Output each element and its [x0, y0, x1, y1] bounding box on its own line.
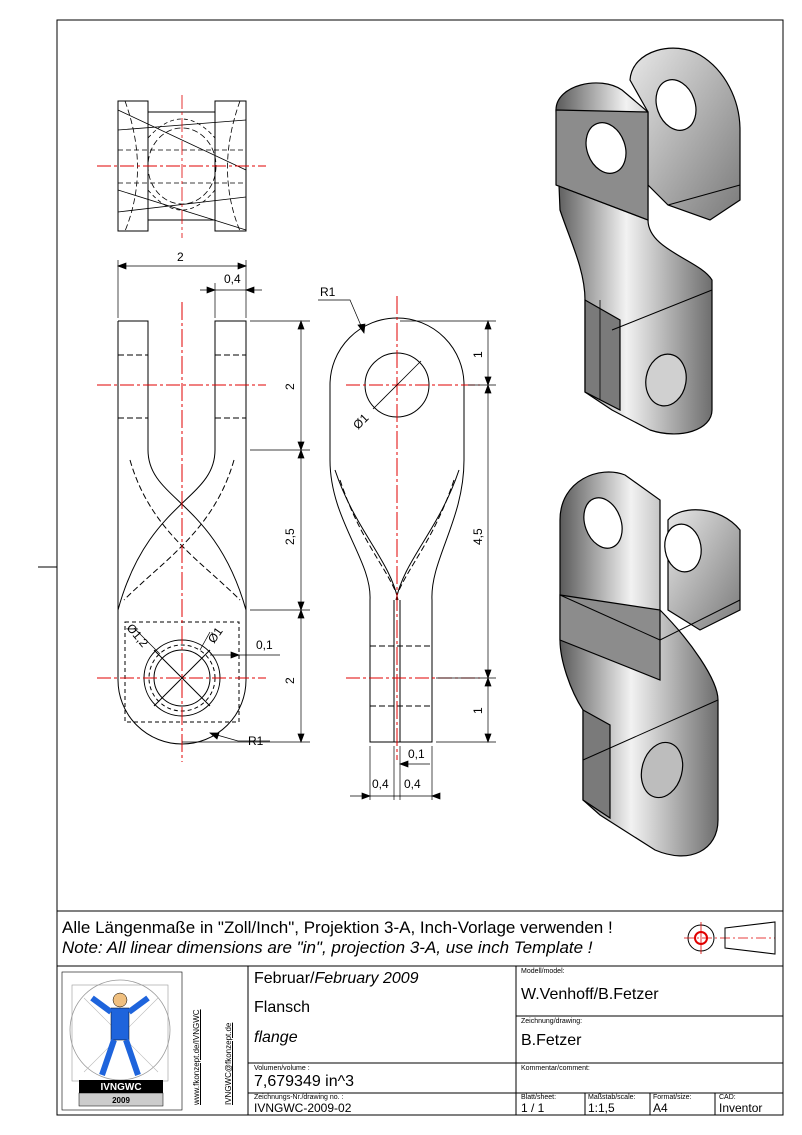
dim-bottom-gap: 0,1: [408, 747, 425, 761]
comment-label: Kommentar/comment:: [521, 1065, 590, 1072]
side-view-dimensions: [318, 299, 496, 800]
format-value: A4: [653, 1101, 668, 1115]
top-view: [97, 95, 266, 238]
volume-value: 7,679349 in^3: [254, 1073, 355, 1090]
iso-view-top: [555, 47, 741, 435]
dim-side-total: 4,5: [471, 528, 485, 545]
url-email[interactable]: IVNGWC@fkonzept.de: [224, 1022, 233, 1105]
dim-gap: 0,1: [256, 638, 273, 652]
volume-label: Volumen/volume :: [254, 1065, 310, 1072]
ivngwc-logo: IVNGWC 2009: [61, 971, 183, 1111]
dim-side-hole: Ø1: [350, 411, 371, 432]
front-view-dimensions: [117, 260, 310, 743]
cad-value: Inventor: [719, 1101, 763, 1115]
cad-label: CAD:: [719, 1094, 736, 1101]
logo-year: 2009: [112, 1096, 130, 1105]
dim-side-bottom: 1: [471, 707, 485, 714]
side-view: [329, 296, 480, 760]
title-english: flange: [254, 1029, 298, 1046]
dim-bottom-right: 0,4: [404, 777, 421, 791]
dim-prong-width: 0,4: [224, 272, 241, 286]
scale-label: Maßstab/scale:: [588, 1094, 636, 1101]
url-website[interactable]: www.fkonzept.de/IVNGWC: [192, 1009, 201, 1105]
logo-text: IVNGWC: [100, 1082, 141, 1093]
front-view: [97, 302, 266, 762]
model-by: W.Venhoff/B.Fetzer: [521, 986, 659, 1003]
dim-inner-dia: Ø1: [205, 624, 226, 645]
note-english: Note: All linear dimensions are "in", pr…: [62, 938, 593, 957]
title-block-frame: [57, 910, 783, 1115]
dim-front-width: 2: [177, 250, 184, 264]
dim-side-top: 1: [471, 351, 485, 358]
drawing-no-value: IVNGWC-2009-02: [254, 1101, 352, 1115]
dim-outer-dia: Ø1,2: [124, 621, 152, 650]
drawing-no-label: Zeichnungs-Nr./drawing no. :: [254, 1094, 344, 1101]
scale-value: 1:1,5: [588, 1101, 615, 1115]
note-german: Alle Längenmaße in "Zoll/Inch", Projekti…: [62, 918, 613, 937]
model-label: Modell/model:: [521, 968, 565, 975]
dim-radius-top: R1: [320, 285, 336, 299]
iso-view-bottom: [559, 471, 741, 857]
dimension-labels: 2 0,4 2 2,5 2 R1 R1 Ø1,2 Ø1 0,1 Ø1 1 4,5…: [124, 250, 485, 791]
projection-symbol-icon: [684, 921, 776, 955]
drawing-by: B.Fetzer: [521, 1032, 582, 1049]
dim-front-bottom: 2: [283, 677, 297, 684]
date-en: February 2009: [314, 970, 419, 987]
date-de: Februar/: [254, 970, 315, 987]
sheet-value: 1 / 1: [521, 1101, 545, 1115]
drawing-label: Zeichnung/drawing:: [521, 1018, 583, 1025]
dim-front-twist: 2,5: [283, 528, 297, 545]
title-german: Flansch: [254, 999, 311, 1016]
dim-front-top: 2: [283, 383, 297, 390]
dim-radius-bottom: R1: [248, 734, 264, 748]
format-label: Format/size:: [653, 1094, 692, 1101]
sheet-label: Blatt/sheet:: [521, 1094, 557, 1101]
date-field: Februar/February 2009: [254, 970, 419, 988]
dim-bottom-left: 0,4: [372, 777, 389, 791]
